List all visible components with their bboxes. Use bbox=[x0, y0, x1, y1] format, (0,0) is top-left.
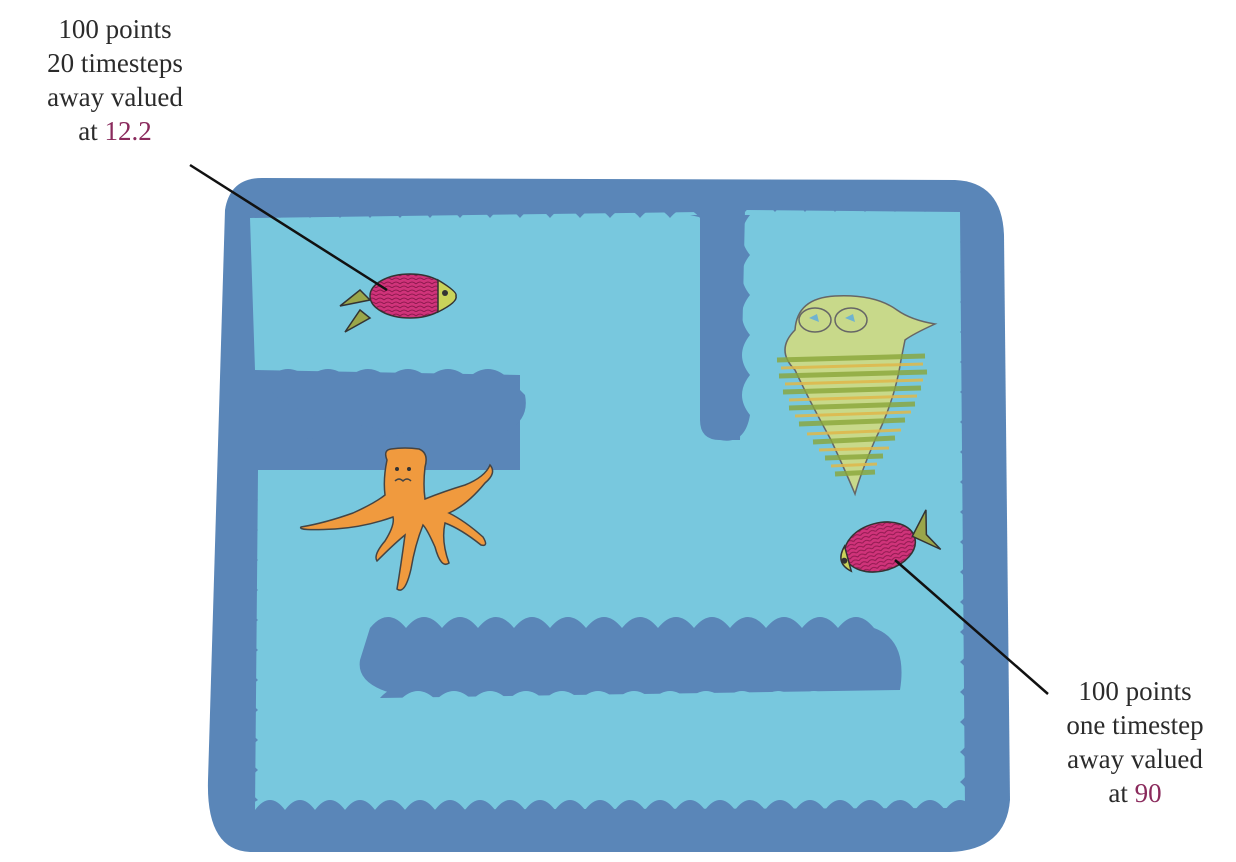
far-fish-value: 12.2 bbox=[105, 116, 152, 146]
far-fish-away-valued: away valued bbox=[20, 80, 210, 114]
far-fish-annotation: 100 points 20 timesteps away valued at 1… bbox=[20, 12, 210, 148]
near-fish-points: 100 points bbox=[1040, 674, 1230, 708]
far-fish-timesteps: 20 timesteps bbox=[20, 46, 210, 80]
far-fish-value-line: at 12.2 bbox=[20, 114, 210, 148]
far-fish-at: at bbox=[78, 116, 104, 146]
near-fish-away-valued: away valued bbox=[1040, 742, 1230, 776]
near-fish-value-line: at 90 bbox=[1040, 776, 1230, 810]
far-fish-points: 100 points bbox=[20, 12, 210, 46]
near-fish-at: at bbox=[1108, 778, 1134, 808]
near-fish-value: 90 bbox=[1135, 778, 1162, 808]
near-fish-timesteps: one timestep bbox=[1040, 708, 1230, 742]
near-fish-annotation: 100 points one timestep away valued at 9… bbox=[1040, 674, 1230, 810]
maze-inner-wall-lower bbox=[360, 617, 902, 698]
